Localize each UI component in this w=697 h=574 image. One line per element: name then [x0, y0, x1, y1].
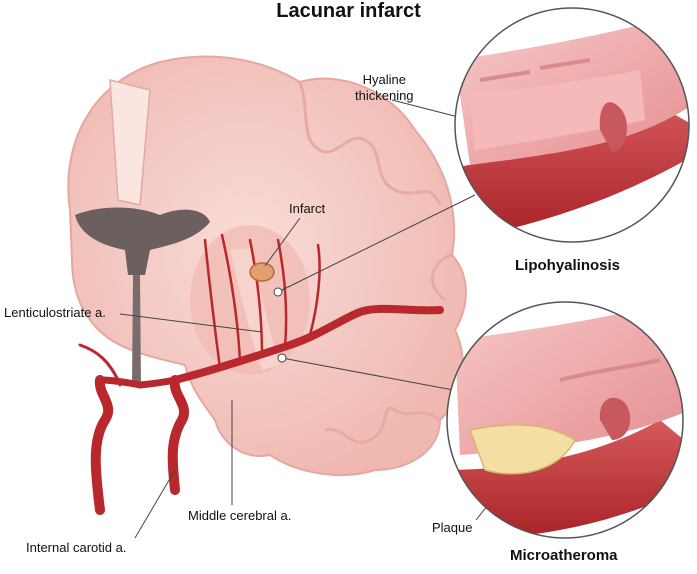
- lipohyalinosis-label: Lipohyalinosis: [515, 257, 621, 274]
- internal-carotid-left: [90, 375, 114, 515]
- pointer-dot-1: [273, 287, 283, 297]
- acom-right: [136, 376, 179, 389]
- plaque-deposit: [468, 424, 576, 475]
- hyaline-label-line2: thickening: [355, 88, 414, 103]
- longitudinal-fissure: [109, 79, 151, 206]
- infarct-label: Infarct: [289, 201, 326, 216]
- arteries: [78, 233, 444, 515]
- brain-gyri: [298, 81, 453, 444]
- page-title: Lacunar infarct: [276, 0, 421, 22]
- hyaline-thickening-label: Hyaline thickening: [355, 72, 414, 104]
- plaque-label: Plaque: [432, 520, 473, 535]
- leader-lines: [119, 99, 521, 539]
- middle-cerebral-label: Middle cerebral a.: [188, 508, 292, 523]
- infarct-lesion: [249, 262, 275, 282]
- third-ventricle: [132, 275, 141, 385]
- internal-carotid-right: [167, 375, 189, 495]
- lipohyalinosis-inset: [454, 7, 690, 243]
- microatheroma-label: Microatheroma: [510, 547, 618, 564]
- lenticulostriate-4: [276, 238, 288, 349]
- lenticulostriate-1: [203, 238, 222, 370]
- internal-capsule: [230, 248, 280, 370]
- microatheroma-inset: [446, 301, 684, 539]
- lenticulostriate-3: [248, 238, 264, 357]
- internal-carotid-label: Internal carotid a.: [26, 540, 127, 555]
- lenticulostriate-2: [220, 233, 242, 364]
- pointer-dot-2: [277, 353, 287, 363]
- hyaline-label-line1: Hyaline: [362, 72, 406, 87]
- lenticulostriate-5: [308, 243, 321, 337]
- lenticulostriate-label: Lenticulostriate a.: [4, 305, 106, 320]
- perforator-left: [78, 343, 122, 387]
- middle-cerebral-artery: [171, 304, 444, 384]
- lateral-ventricles: [75, 207, 210, 275]
